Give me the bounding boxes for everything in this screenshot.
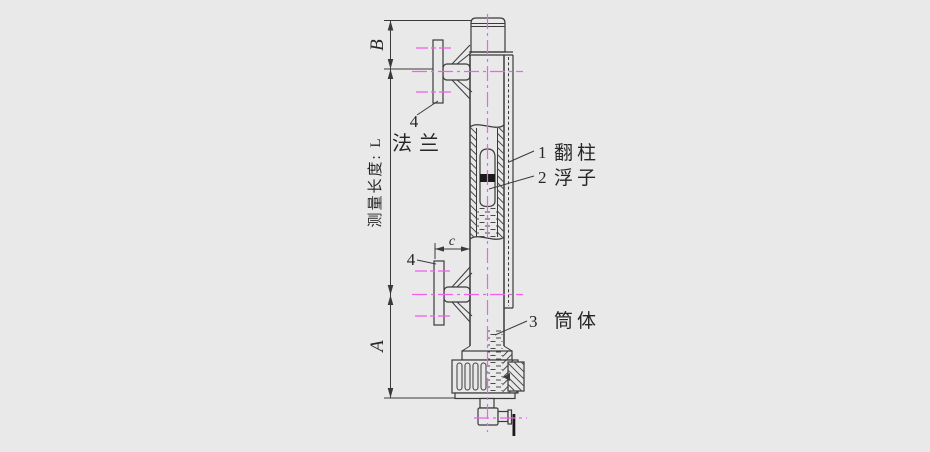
tube-shoulder [469,51,513,56]
cutaway-left-wall-hatch [470,127,477,237]
knurled-grip [456,362,487,391]
dim-label-b: B [367,39,388,51]
dim-label-a: A [367,340,388,354]
part1-label: 翻柱 [554,142,600,164]
upper-flange-number: 4 [410,112,419,131]
lower-flange-number: 4 [407,250,416,269]
part2-label: 浮子 [554,167,600,189]
dimension-lines: c B 测量长度: L A [367,20,471,399]
leader-part1 [508,150,535,163]
measuring-length-label: 测量长度: L [367,136,384,227]
upper-flange-label: 法兰 [392,132,446,155]
leader-upper-flange [416,100,439,116]
tube-flare [461,345,513,352]
upper-nozzle-gussets [451,44,473,100]
lower-nozzle-gussets [451,266,473,323]
side-stub-hatch [508,362,524,391]
leader-part2 [488,175,535,190]
section-marker [503,373,510,381]
liquid-fill-section [487,328,503,393]
valve-handle [512,414,516,436]
indicator-rail-outline [504,55,514,309]
band-section-hatch [502,351,512,360]
part3-number: 3 [529,312,538,331]
valve-end-cap [507,409,513,425]
valve-outlet [497,410,509,423]
dim-label-c: c [449,234,456,249]
callouts: 4 法兰 4 1 翻柱 2 浮子 3 筒体 [392,100,600,336]
centerlines [412,14,527,432]
break-line-bottom [469,236,505,240]
lower-flange-plate [433,260,445,326]
leader-part3 [494,320,528,336]
coupling-step [454,392,516,400]
part1-number: 1 [538,143,547,162]
part3-label: 筒体 [554,310,600,332]
part2-number: 2 [538,168,547,187]
indicator-rail [504,55,514,309]
leader-lower-flange [416,259,437,265]
dimension-c: c [434,234,470,259]
cutaway-right-wall-hatch [497,127,504,237]
